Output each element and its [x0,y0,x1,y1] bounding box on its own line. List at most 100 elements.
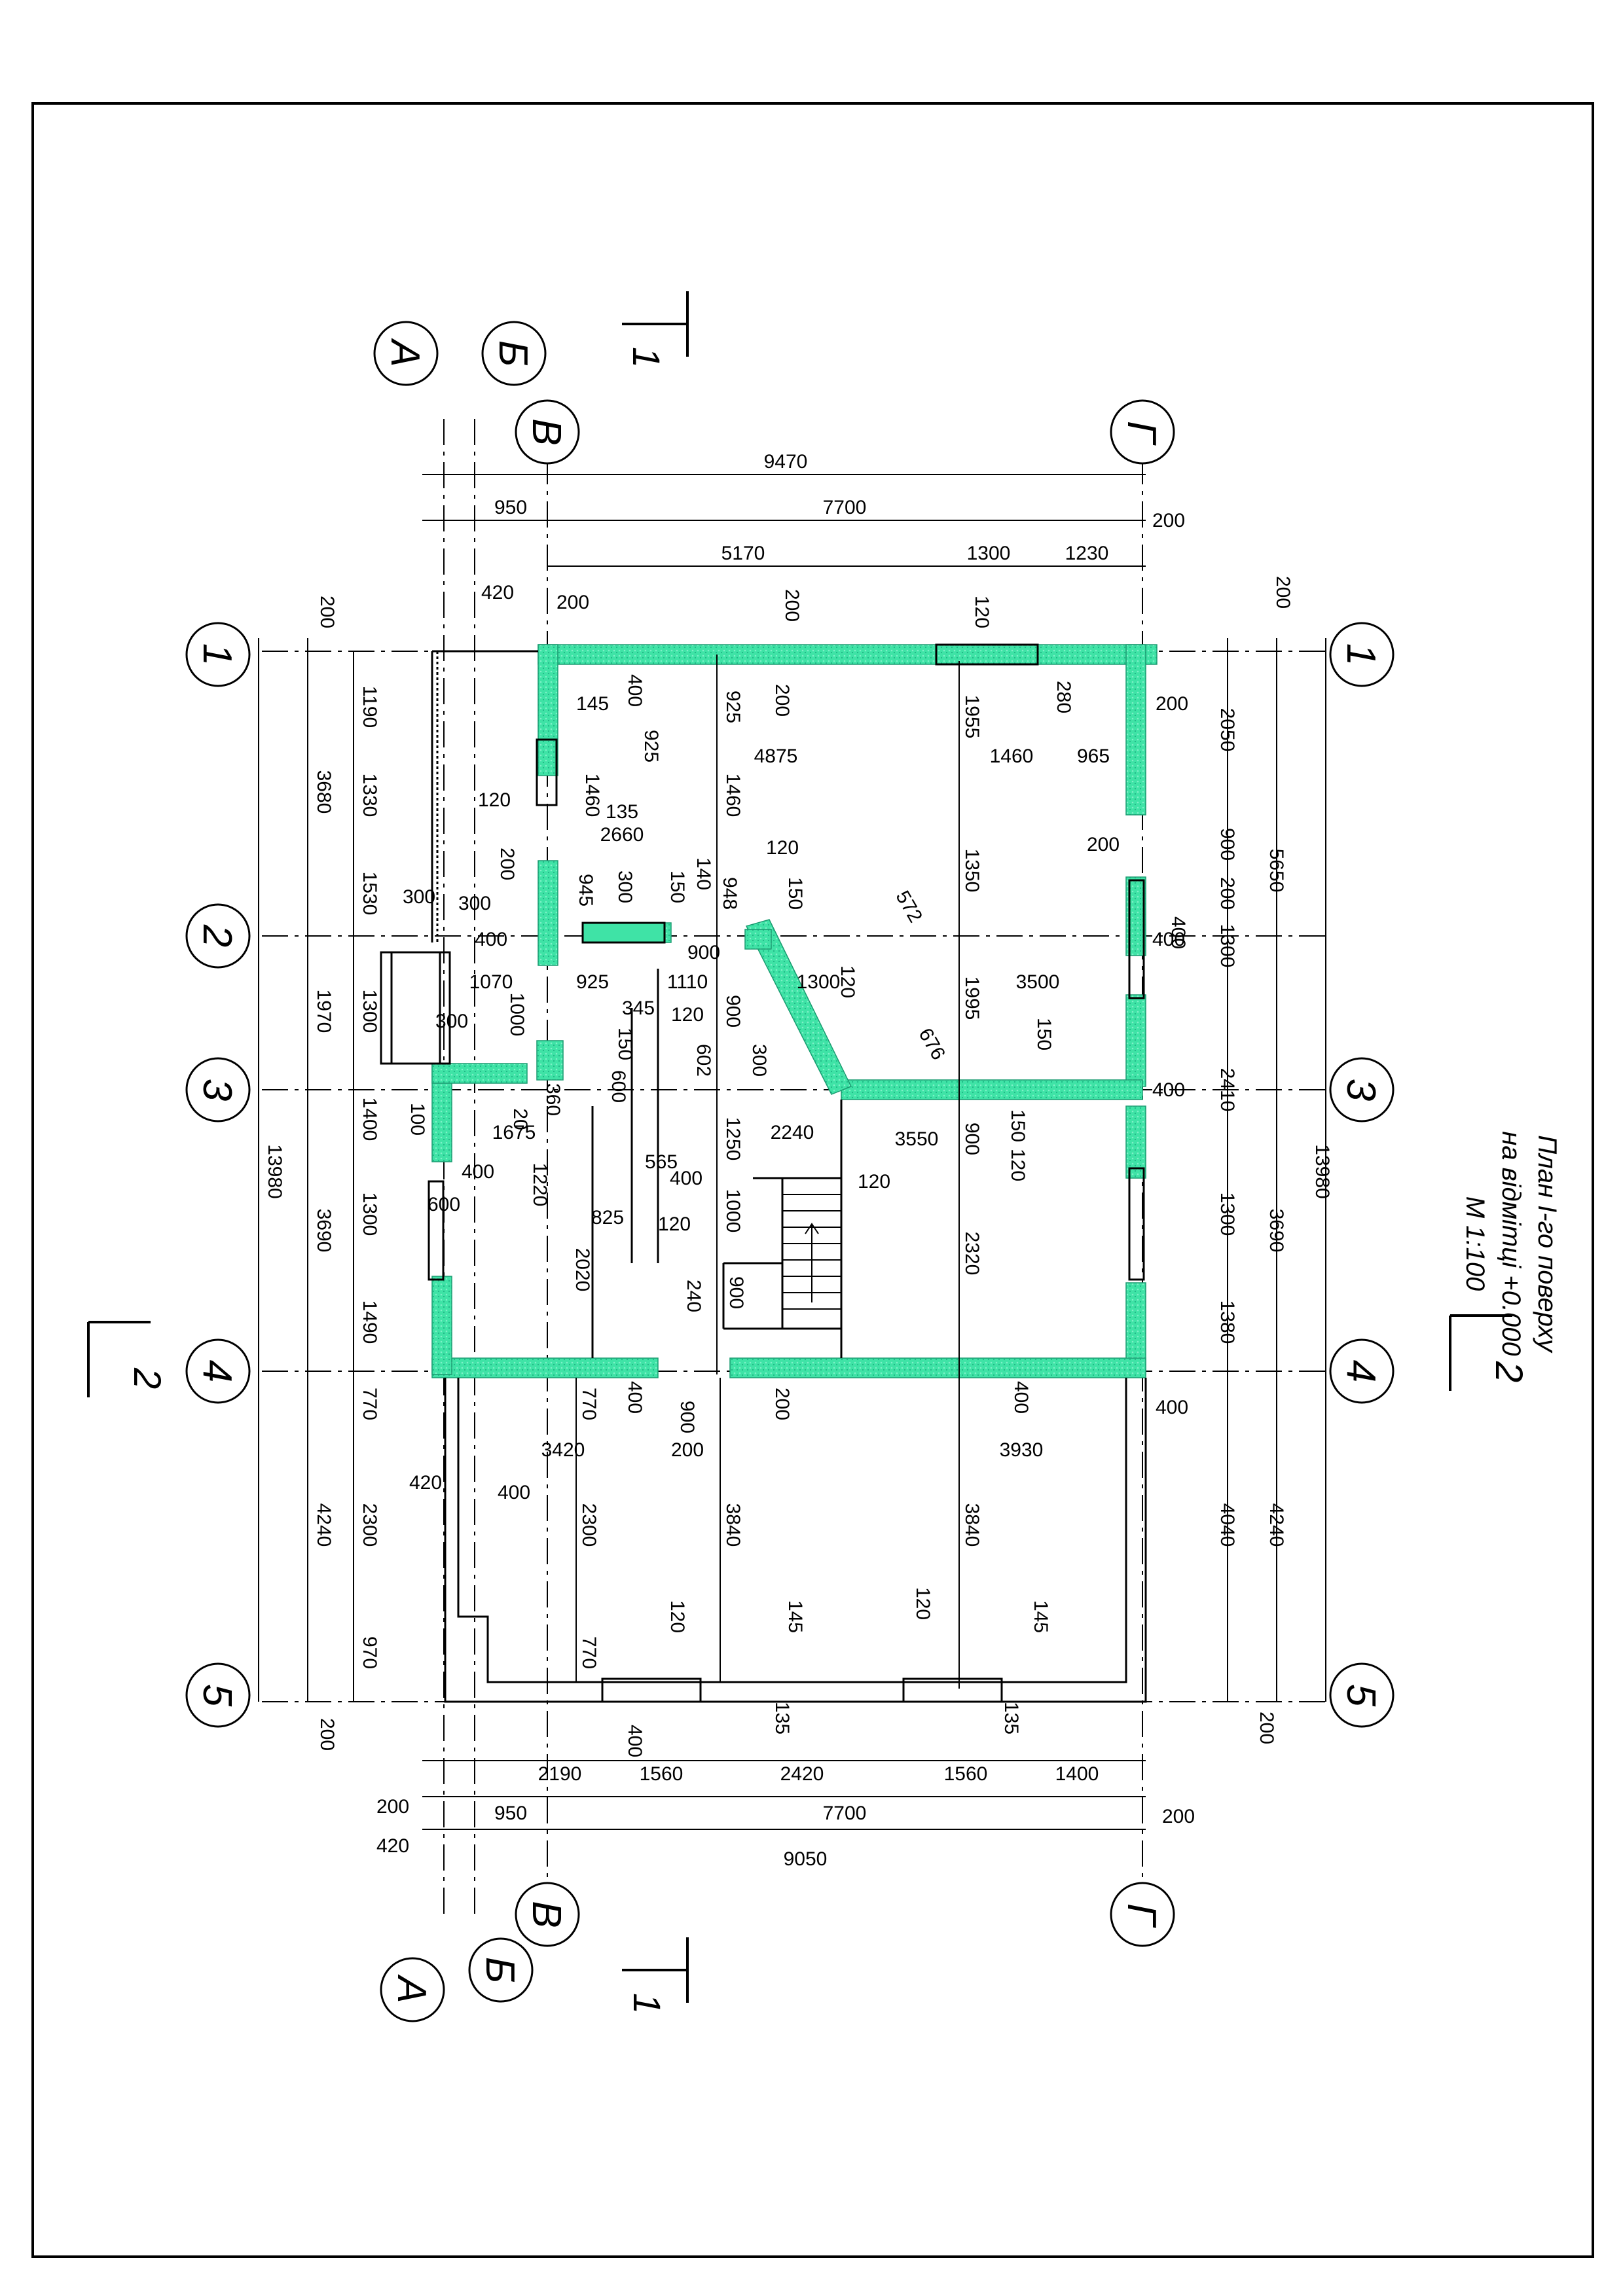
section-2-left: 2 [126,1367,168,1389]
dim-v-150e: 150 [1007,1109,1029,1142]
dim-v-676: 676 [914,1024,949,1064]
dim-top-overall: 9470 [764,451,808,473]
axis-label-g-top: Г [1119,421,1164,446]
axis-5-left [185,1662,251,1728]
axis-label-3-left: 3 [194,1079,240,1101]
dim-left-1300a: 1300 [359,990,380,1033]
dim-right-4240: 4240 [1266,1503,1287,1547]
dim-right-2410: 2410 [1216,1068,1238,1112]
dim-int-145: 145 [576,693,609,715]
dim-left-1300b: 1300 [359,1193,380,1236]
dim-int-400a: 400 [475,929,507,950]
axis-5-right [1329,1662,1395,1728]
dim-right-1300a: 1300 [1216,924,1238,968]
axis-b-top [481,321,547,386]
axis-label-1-left: 1 [194,643,240,666]
dim-v-145-bot-b: 145 [1030,1600,1051,1633]
dim-top-200: 200 [1152,510,1185,531]
dim-int-4875: 4875 [754,745,798,767]
axis-v-top [515,399,580,465]
dim-v-140: 140 [693,857,714,890]
dim-top-1300: 1300 [967,543,1011,564]
dim-v-20: 20 [509,1108,531,1130]
dim-int-300b: 300 [458,893,491,914]
dim-top-200b: 200 [556,592,589,613]
dim-v-100: 100 [407,1103,428,1136]
dim-v-150c: 150 [614,1028,636,1060]
dim-v-1955: 1955 [961,695,983,739]
dim-bottom-2190: 2190 [538,1763,582,1785]
dim-top-420: 420 [481,582,514,603]
dim-int-120b: 120 [671,1004,704,1026]
dim-v-120-bot-a: 120 [666,1600,688,1633]
dim-bottom-200b: 200 [1162,1806,1195,1827]
section-1-top: 1 [625,347,667,368]
dim-v-925b: 925 [640,730,662,762]
title-line-2: на відмітці +0.000 [1497,1131,1525,1355]
dim-v-1460b: 1460 [722,774,744,817]
dim-v-1350: 1350 [961,849,983,893]
dim-right-400c: 400 [1156,1397,1188,1418]
dim-v-770b: 770 [578,1636,600,1669]
dim-bottom-2420: 2420 [780,1763,824,1785]
dim-left-770: 770 [359,1388,380,1420]
dim-top-5170: 5170 [721,543,765,564]
dim-int-600a: 600 [428,1194,460,1215]
dim-int-300c: 300 [435,1011,468,1032]
dim-top-1230: 1230 [1065,543,1109,564]
dim-v-400a: 400 [624,674,646,707]
dim-int-120c: 120 [858,1171,890,1193]
dim-v-145-bot-a: 145 [784,1600,806,1633]
bottom-dimensions: 9050 200 950 7700 200 2190 1560 2420 156… [376,1763,1195,1870]
dim-v-770a: 770 [578,1388,600,1420]
dim-v-900b: 900 [961,1122,983,1155]
dim-int-900b: 200 [671,1439,704,1461]
dim-bottom-200: 200 [376,1796,409,1818]
axis-label-b-top: Б [490,340,536,367]
dim-int-120d: 120 [658,1213,691,1235]
dim-v-1220: 1220 [529,1163,551,1207]
dim-right-200: 200 [1216,877,1238,910]
axis-a-bottom [380,1957,445,2022]
dim-v-1460a: 1460 [581,774,603,817]
dim-v-1250: 1250 [722,1117,744,1161]
dim-right-5650: 5650 [1266,849,1287,893]
dim-bottom-420: 420 [376,1835,409,1857]
dim-v-240: 240 [683,1280,704,1312]
dim-v-135b: 135 [1000,1702,1022,1734]
dim-int-420: 420 [409,1472,442,1494]
dim-int-200-corner: 200 [1087,834,1120,855]
axis-g-top [1110,399,1175,465]
stair-steps [782,1194,841,1310]
dim-v-1000b: 1000 [722,1189,744,1233]
axis-markers [185,321,1395,2022]
axis-label-1-right: 1 [1338,643,1383,666]
interior-dimensions-vertical: 925 200 400 925 1955 280 120 200 1460 14… [407,589,1189,1757]
section-1-bottom: 1 [625,1993,668,2014]
dim-int-400d: 400 [498,1482,530,1503]
dim-int-3420: 3420 [541,1439,585,1461]
dim-v-2300: 2300 [578,1503,600,1547]
dim-bottom-1400: 1400 [1055,1763,1099,1785]
dim-int-925b: 925 [576,971,609,993]
dim-v-400-bot: 400 [624,1725,646,1757]
dim-int-400b: 400 [462,1161,494,1183]
dim-v-150b: 150 [784,877,806,910]
axis-label-v-bottom: В [524,1901,569,1928]
dim-v-945a: 945 [575,874,596,906]
axis-4-left [185,1338,251,1404]
axis-1-left [185,622,251,687]
dim-int-3930: 3930 [1000,1439,1044,1461]
dim-left-970: 970 [359,1636,380,1669]
drawing-title: План І-го поверху на відмітці +0.000 М 1… [1461,1131,1561,1355]
axis-4-right [1329,1338,1395,1404]
dim-v-3840a: 3840 [722,1503,744,1547]
axis-3-left [185,1057,251,1122]
axis-2-left [185,903,251,969]
axis-label-4-left: 4 [194,1360,240,1382]
dim-v-120a: 120 [971,596,993,628]
dim-int-135: 135 [606,801,638,823]
dim-int-565: 565 [645,1151,678,1173]
axis-label-5-right: 5 [1338,1684,1383,1707]
grid-lines [262,419,1329,1918]
